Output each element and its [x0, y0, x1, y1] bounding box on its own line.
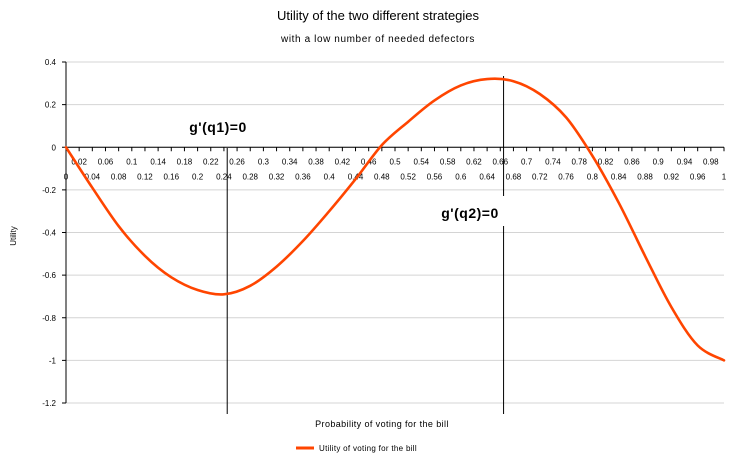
x-tick-label: 0.88: [637, 172, 653, 181]
x-tick-label: 0.4: [324, 172, 336, 181]
x-tick-label: 0.9: [653, 157, 665, 166]
x-tick-label: 0.7: [521, 157, 533, 166]
x-tick-label: 0.52: [400, 172, 416, 181]
x-tick-label: 0.2: [192, 172, 204, 181]
x-tick-label: 0.78: [571, 157, 587, 166]
x-tick-label: 0.18: [177, 157, 193, 166]
x-tick-label: 0.98: [703, 157, 719, 166]
x-tick-label: 0.6: [455, 172, 467, 181]
y-tick-labels: 0.4 0.2 0 -0.2 -0.4 -0.6 -0.8 -1 -1.2: [42, 58, 56, 408]
x-tick-label: 0.32: [269, 172, 285, 181]
x-tick-label: 0.16: [163, 172, 179, 181]
x-tick-label: 0.38: [308, 157, 324, 166]
legend-label: Utility of voting for the bill: [319, 444, 417, 453]
x-tick-label: 0.64: [479, 172, 495, 181]
annotation-label-q1: g'(q1)=0: [189, 119, 247, 135]
y-tick-label: 0.4: [45, 58, 57, 67]
x-tick-label: 0.62: [466, 157, 482, 166]
x-tick-label: 0.5: [389, 157, 401, 166]
x-tick-label: 0.84: [611, 172, 627, 181]
x-tick-label: 0.96: [690, 172, 706, 181]
x-tick-label: 0.72: [532, 172, 548, 181]
x-tick-label: 0.86: [624, 157, 640, 166]
x-tick-label: 0.48: [374, 172, 390, 181]
x-tick-label: 0.1: [126, 157, 138, 166]
x-tick-label: 0.06: [98, 157, 114, 166]
x-tick-label: 0.3: [258, 157, 270, 166]
y-tick-label: 0: [52, 143, 57, 152]
annotations: g'(q1)=0 g'(q2)=0: [189, 76, 505, 414]
x-tick-label: 0.22: [203, 157, 219, 166]
legend: Utility of voting for the bill: [296, 444, 417, 453]
x-tick-label: 0.54: [414, 157, 430, 166]
x-tick-label: 0.12: [137, 172, 153, 181]
y-axis-label: Utility: [9, 226, 18, 246]
x-tick-label: 0.02: [71, 157, 87, 166]
x-axis-label: Probability of voting for the bill: [315, 419, 449, 429]
x-tick-label: 0.66: [492, 157, 508, 166]
y-tick-label: -1: [49, 356, 57, 365]
x-tick-label: 0.34: [282, 157, 298, 166]
x-tick-label: 0: [64, 172, 69, 181]
series-line-utility: [64, 77, 726, 362]
annotation-label-q2: g'(q2)=0: [441, 205, 499, 221]
x-tick-label: 0.76: [558, 172, 574, 181]
chart-title: Utility of the two different strategies: [277, 8, 480, 23]
y-tick-label: -0.2: [42, 186, 56, 195]
chart-subtitle: with a low number of needed defectors: [280, 34, 475, 45]
x-tick-label: 0.04: [85, 172, 101, 181]
x-tick-label: 0.14: [150, 157, 166, 166]
x-tick-label: 0.58: [440, 157, 456, 166]
series-layer: [64, 77, 726, 362]
x-tick-label: 0.92: [664, 172, 680, 181]
gridlines: [62, 61, 724, 404]
x-tick-label: 0.26: [229, 157, 245, 166]
y-tick-label: -0.8: [42, 314, 56, 323]
x-tick-label: 1: [722, 172, 727, 181]
x-tick-label: 0.94: [677, 157, 693, 166]
x-tick-label: 0.42: [335, 157, 351, 166]
y-tick-label: -0.6: [42, 271, 56, 280]
y-tick-label: -0.4: [42, 229, 56, 238]
x-tick-label: 0.08: [111, 172, 127, 181]
x-tick-label: 0.68: [506, 172, 522, 181]
x-tick-label: 0.74: [545, 157, 561, 166]
x-tick-label: 0.8: [587, 172, 599, 181]
x-tick-label: 0.36: [295, 172, 311, 181]
y-tick-label: -1.2: [42, 399, 56, 408]
x-tick-label: 0.82: [598, 157, 614, 166]
x-tick-label: 0.56: [427, 172, 443, 181]
x-tick-label: 0.24: [216, 172, 232, 181]
y-tick-label: 0.2: [45, 101, 57, 110]
x-tick-label: 0.28: [242, 172, 258, 181]
